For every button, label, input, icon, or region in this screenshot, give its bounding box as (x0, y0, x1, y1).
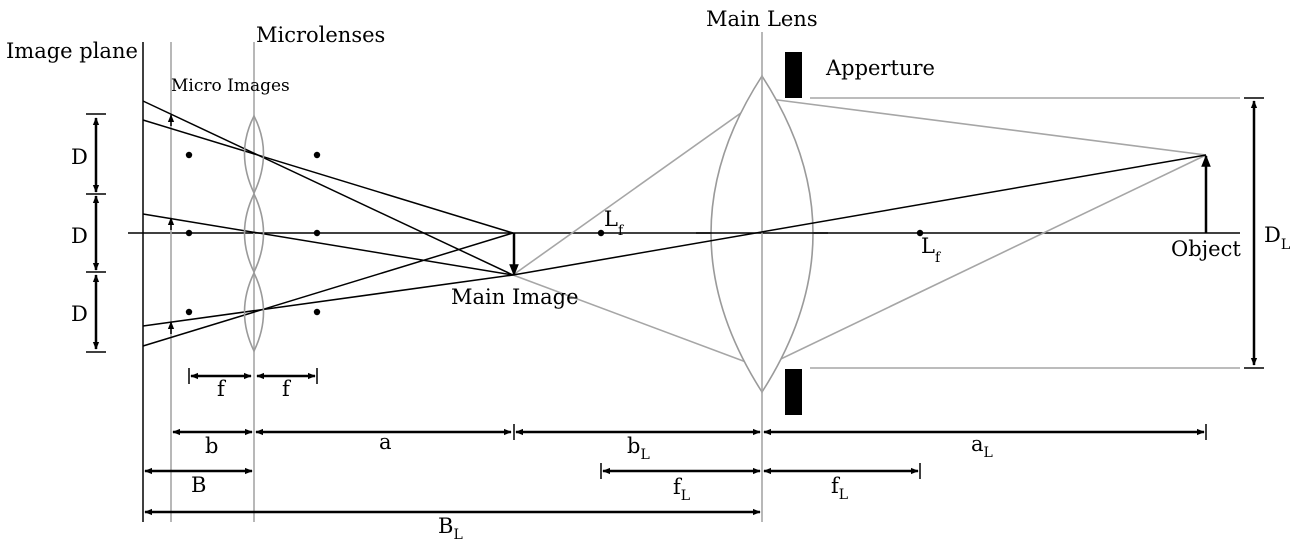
f-left-label: f (217, 377, 227, 401)
micro-image-dot (185, 151, 193, 159)
gray-ray (512, 274, 763, 369)
microlenses-label: Microlenses (256, 23, 385, 47)
main-image-label: Main Image (451, 285, 579, 309)
a-label: a (379, 430, 392, 454)
fl-right-label: fL (831, 474, 848, 503)
micro-image-dot (185, 229, 193, 237)
d-label-bottom: D (71, 302, 88, 326)
main-lens-label: Main Lens (706, 7, 818, 31)
chief-ray (512, 154, 1207, 276)
d-label-top: D (71, 145, 88, 169)
B-label: B (191, 473, 206, 497)
object-label: Object (1171, 237, 1241, 261)
f-right-label: f (282, 377, 292, 401)
fl-left-label: fL (673, 475, 690, 504)
main-lens-focal-dot-left (597, 229, 605, 237)
microlens-focal-dot (313, 151, 321, 159)
gray-ray (512, 97, 763, 276)
focal-point-label-left: Lf (604, 207, 625, 239)
aperture-bottom-block (785, 369, 802, 415)
ray (142, 100, 514, 276)
b-label: b (205, 434, 218, 458)
micro-image-dot (185, 308, 193, 316)
al-label: aL (971, 432, 993, 461)
bl-label: bL (627, 434, 650, 463)
image-plane-label: Image plane (6, 39, 138, 63)
BL-label: BL (438, 514, 463, 543)
ray (142, 213, 514, 276)
apperture-label: Apperture (825, 56, 935, 80)
ray (142, 119, 514, 234)
gray-ray (761, 97, 1207, 156)
d-label-mid: D (71, 224, 88, 248)
micro-images-label: Micro Images (171, 76, 290, 96)
focal-point-label-right: Lf (921, 234, 942, 266)
ray (142, 274, 514, 327)
lens-diameter-label: DL (1264, 223, 1290, 253)
gray-ray (761, 154, 1207, 369)
ray (142, 232, 514, 347)
main-lens-focal-dot-right (916, 229, 924, 237)
microlens-bottom (243, 271, 265, 353)
microlens-focal-dot (313, 308, 321, 316)
aperture-top-block (785, 52, 802, 98)
microlens-focal-dot (313, 229, 321, 237)
